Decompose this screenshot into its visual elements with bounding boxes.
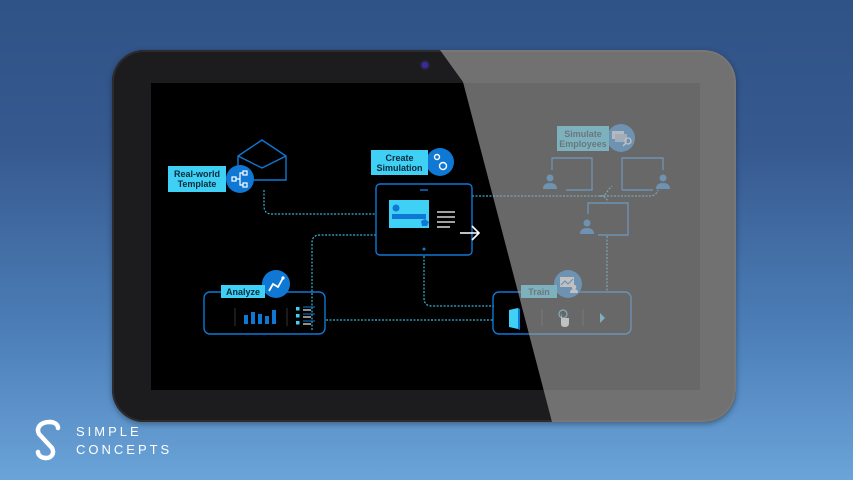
brand-line1: SIMPLE: [76, 424, 142, 439]
connector-analyze-create: [311, 234, 376, 330]
play-icon: [600, 313, 605, 323]
connector-employee2: [600, 189, 659, 197]
person-icon: [580, 219, 594, 234]
label-text: Analyze: [225, 286, 260, 297]
simple-concepts-logo-icon: [35, 419, 61, 461]
gears-icon: [426, 148, 454, 176]
camera-dot: [422, 62, 428, 68]
label-train: Train: [521, 285, 557, 298]
train-panel: [492, 291, 632, 335]
analyze-panel: [203, 291, 326, 335]
brand-line2: CONCEPTS: [76, 442, 173, 457]
label-simulate-employees: Simulate Employees: [557, 126, 609, 151]
create-device: [375, 183, 481, 256]
hierarchy-icon: [226, 165, 254, 193]
connectors: [263, 185, 659, 330]
person-icon: [543, 174, 557, 189]
connector-employee3: [599, 195, 609, 203]
label-line: Template: [177, 179, 217, 189]
arrow-right-icon: [460, 225, 481, 241]
book-icon: [509, 308, 520, 330]
monitor-3: [587, 202, 629, 236]
monitor-2: [621, 157, 664, 191]
label-line: Simulation: [376, 162, 423, 173]
person-icons: [543, 174, 670, 234]
connector-template-create: [263, 190, 376, 215]
monitor-1: [551, 157, 593, 191]
list-icon: [296, 306, 315, 325]
connector-create-train: [423, 256, 494, 307]
touch-icon: [558, 309, 569, 327]
connector-create-employee1: [472, 185, 613, 197]
label-line: Create: [385, 152, 414, 163]
label-line: Simulate: [564, 128, 602, 139]
label-analyze: Analyze: [221, 285, 265, 298]
presentation-user-icon: [554, 270, 582, 298]
person-icon: [656, 174, 670, 189]
label-text: Train: [528, 286, 550, 297]
label-line: Real-world: [173, 169, 220, 179]
screen-search-icon: [607, 124, 635, 152]
label-create-simulation: Create Simulation: [371, 150, 428, 175]
label-real-world-template: Real-world Template: [168, 166, 226, 192]
bar-chart-icon: [244, 310, 276, 324]
label-line: Employees: [559, 138, 607, 149]
line-chart-icon: [262, 270, 290, 298]
